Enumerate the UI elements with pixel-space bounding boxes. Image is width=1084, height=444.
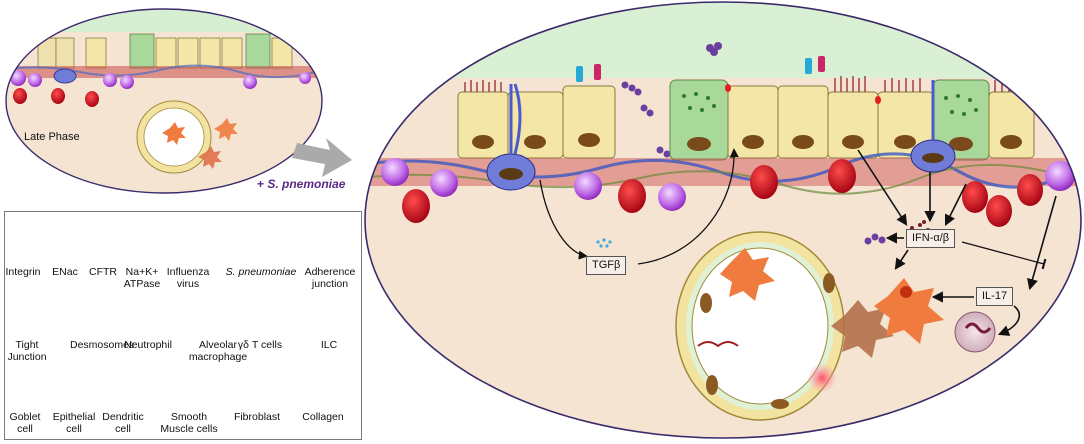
ilc [750, 165, 778, 199]
gd-t-cell [103, 73, 117, 87]
legend-label-fibroblast: Fibroblast [233, 411, 281, 423]
pathogen-label: + S. pnemoniae [257, 177, 345, 191]
alveolus-small [136, 100, 238, 174]
legend-label-collagen: Collagen [302, 411, 344, 423]
gd-t-cell [10, 70, 26, 86]
legend-label-desmosomes: Desmosomes [70, 339, 135, 351]
legend [4, 211, 362, 440]
connective-tissue [6, 66, 322, 78]
dendritic-cell [910, 80, 956, 173]
main-ellipse [364, 1, 1082, 439]
late-phase-panel [5, 8, 323, 194]
gd-t-cell [430, 169, 458, 197]
gd-t-cell [574, 172, 602, 200]
dendritic-cell [53, 68, 77, 84]
legend-label-gd-t: γδ T cells [237, 339, 283, 351]
ilc [986, 195, 1012, 227]
gd-t-cell [120, 75, 134, 89]
legend-label-atpase: Na+K+ ATPase [123, 266, 161, 290]
alveolar-macrophage [874, 278, 944, 344]
tight-junction [875, 96, 881, 104]
legend-label-tight-junction: Tight Junction [7, 339, 47, 363]
neutrophil [954, 311, 996, 353]
legend-label-dendritic: Dendritic cell [102, 411, 144, 435]
legend-label-integrin: Integrin [5, 266, 41, 278]
ilc [402, 189, 430, 223]
legend-label-goblet: Goblet cell [9, 411, 41, 435]
gd-t-cell [381, 158, 409, 186]
epithelium-to-ifn-arrow [857, 149, 908, 226]
legend-label-neutrophil: Neutrophil [124, 339, 172, 351]
pathogen-species: S. pnemoniae [267, 177, 346, 191]
il17-label: IL-17 [976, 287, 1014, 306]
enac [818, 56, 825, 72]
ifn-label: IFN-α/β [906, 229, 956, 248]
s-pneumoniae-cluster [864, 233, 886, 245]
tgf-to-epithelium-arrow [637, 148, 739, 265]
legend-label-influenza: Influenza virus [166, 266, 210, 290]
ilc [1017, 174, 1043, 206]
ilc [51, 88, 65, 104]
pathogen-prefix: + [257, 177, 268, 191]
ilc [13, 88, 27, 104]
cftr [576, 66, 583, 82]
alveolus-main [675, 231, 845, 421]
transition-arrow [292, 138, 352, 177]
gd-t-cell [658, 183, 686, 211]
legend-label-smooth-muscle: Smooth Muscle cells [160, 411, 218, 435]
ilc [962, 181, 988, 213]
late-phase-ellipse [5, 8, 323, 194]
gd-t-cell [1045, 161, 1075, 191]
alveolar-macrophage [831, 300, 894, 358]
enac [594, 64, 601, 80]
gd-t-cell [299, 72, 311, 84]
ifn-to-macrophage-arrow [894, 249, 909, 270]
legend-label-ilc: ILC [320, 339, 338, 351]
airway-lumen [6, 9, 322, 32]
epithelial-layer-main [457, 56, 1035, 161]
ilc [618, 179, 646, 213]
tgf-beta-label: TGFβ [586, 256, 627, 275]
ifn-inhibits-il17-arrow [961, 241, 1047, 270]
legend-label-macrophage: Alveolar macrophage [188, 339, 248, 363]
epithelial-layer [37, 33, 293, 69]
ilc [85, 91, 99, 107]
legend-label-cftr: CFTR [89, 266, 117, 278]
phase-label: Late Phase [24, 131, 80, 143]
dc-to-tgf-arrow [539, 179, 588, 260]
legend-label-enac: ENac [52, 266, 78, 278]
ilc-to-ifn-arrow [944, 183, 967, 227]
gd-t-to-il17-arrow [1027, 195, 1057, 291]
tight-junction [725, 84, 731, 92]
main-panel [364, 1, 1082, 439]
il17-to-neutrophil-arrow [997, 305, 1021, 336]
ilc [828, 159, 856, 193]
legend-label-adherence: Adherence junction [304, 266, 356, 290]
cftr [805, 58, 812, 74]
legend-label-epithelial: Epithelial cell [52, 411, 96, 435]
tgf-particles [596, 238, 612, 248]
gd-t-cell [243, 75, 257, 89]
gd-t-cell [28, 73, 42, 87]
legend-label-pneumoniae: S. pneumoniae [225, 266, 297, 278]
dendritic-cell [486, 83, 536, 191]
